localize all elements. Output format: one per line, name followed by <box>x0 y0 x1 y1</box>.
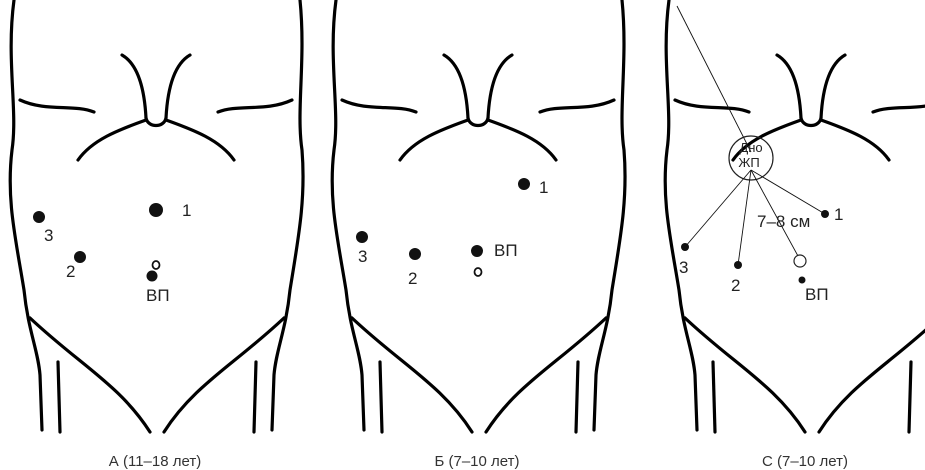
port-2-label: 2 <box>731 276 740 295</box>
umbilicus-marker <box>475 268 482 276</box>
gallbladder-label-line1: Дно <box>739 140 762 155</box>
panel-b: 1 2 3 ВП Б (7–10 лет) <box>332 0 625 470</box>
panel-c-caption: С (7–10 лет) <box>762 453 848 470</box>
port-2 <box>409 248 421 260</box>
port-1-label: 1 <box>182 201 191 220</box>
distance-line-2 <box>738 170 751 265</box>
port-2-label: 2 <box>66 262 75 281</box>
port-1-label: 1 <box>539 178 548 197</box>
port-1 <box>518 178 530 190</box>
distance-line-1 <box>751 170 825 214</box>
gallbladder-label-line2: ЖП <box>738 155 759 170</box>
port-1-label: 1 <box>834 205 843 224</box>
port-vp <box>471 245 483 257</box>
port-3-label: 3 <box>358 247 367 266</box>
torso-outline <box>332 0 625 432</box>
port-3 <box>356 231 368 243</box>
port-2 <box>734 261 742 269</box>
port-3 <box>33 211 45 223</box>
guide-line <box>677 6 751 152</box>
umbilicus-marker <box>153 261 160 269</box>
umbilicus-marker <box>794 255 806 267</box>
distance-line-3 <box>685 170 751 247</box>
panel-a: 1 2 3 ВП А (11–18 лет) <box>10 0 303 470</box>
port-3-label: 3 <box>679 258 688 277</box>
port-3-label: 3 <box>44 226 53 245</box>
port-vp-label: ВП <box>494 241 518 260</box>
port-1 <box>821 210 829 218</box>
distance-label: 7–8 см <box>757 212 810 231</box>
port-vp <box>147 271 158 282</box>
port-vp-label: ВП <box>805 285 829 304</box>
port-2 <box>74 251 86 263</box>
panel-b-caption: Б (7–10 лет) <box>434 453 519 470</box>
port-2-label: 2 <box>408 269 417 288</box>
port-vp-label: ВП <box>146 286 170 305</box>
panel-a-caption: А (11–18 лет) <box>109 453 201 470</box>
port-3 <box>681 243 689 251</box>
port-vp <box>799 277 806 284</box>
panel-c: Дно ЖП 1 2 3 ВП 7–8 см С (7–10 лет) <box>665 0 925 470</box>
port-1 <box>149 203 163 217</box>
